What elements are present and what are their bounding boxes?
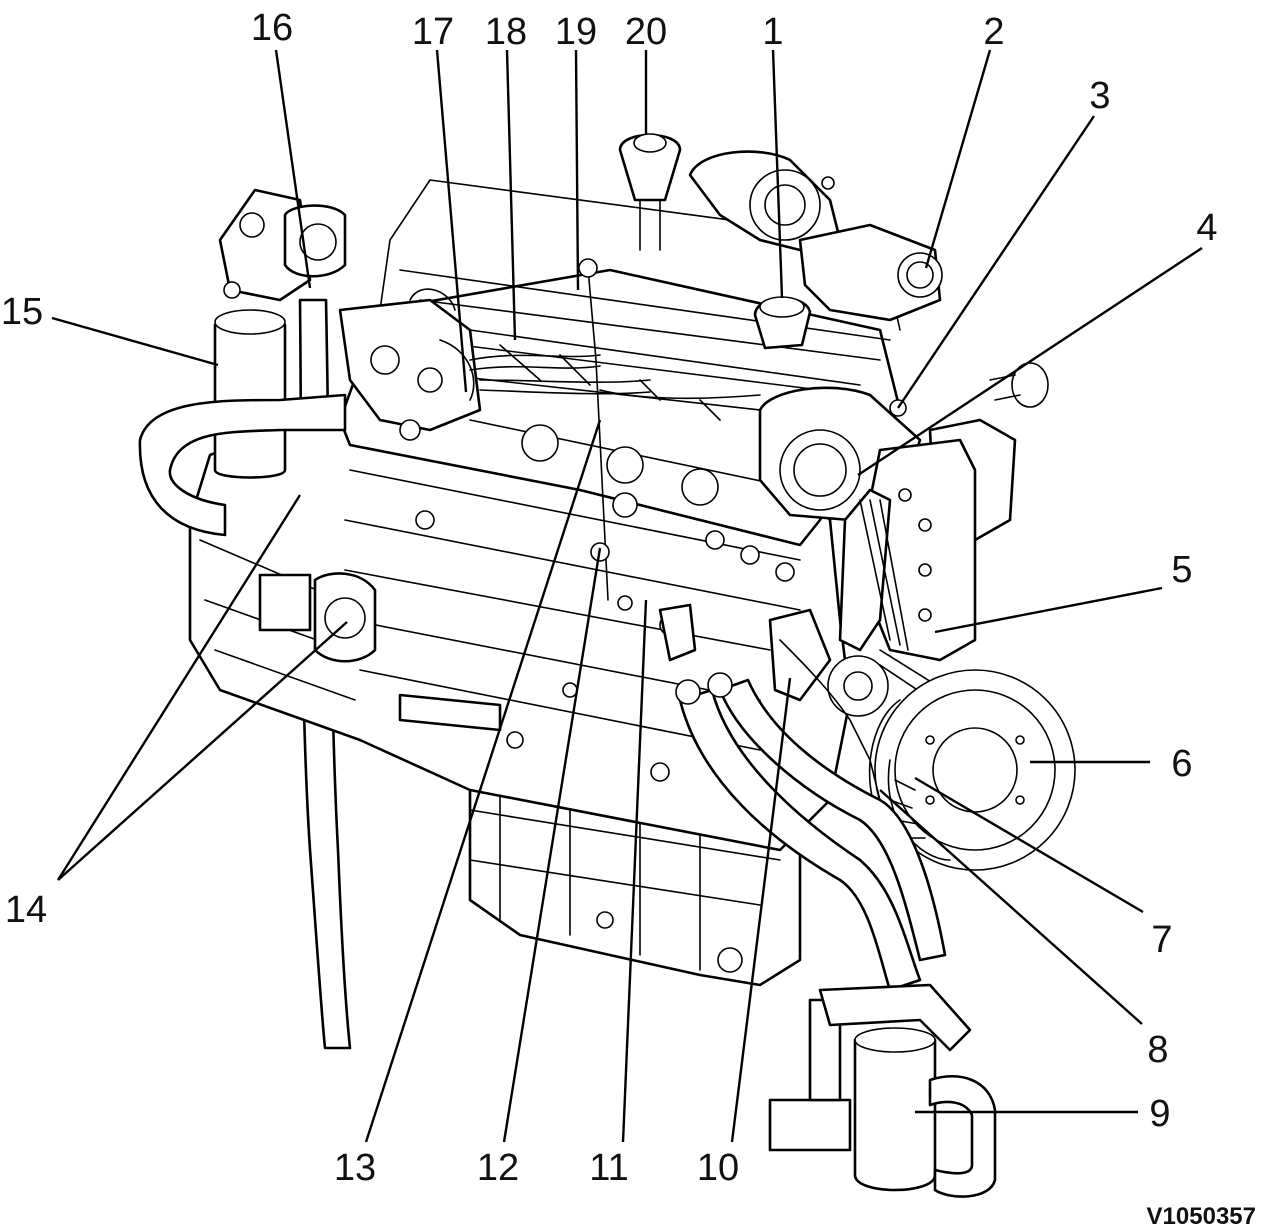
callout-18: 18 [485, 11, 527, 53]
callout-7: 7 [1151, 919, 1172, 961]
callout-15: 15 [1, 291, 43, 333]
callout-1: 1 [762, 11, 783, 53]
leader-line-19 [574, 49, 580, 291]
leader-line-12 [502, 547, 602, 1143]
leader-line-11 [621, 599, 648, 1143]
callout-11: 11 [589, 1147, 628, 1189]
callout-13: 13 [334, 1147, 376, 1189]
callout-20: 20 [625, 11, 667, 53]
leader-line-17 [435, 49, 468, 393]
leader-line-18 [505, 49, 517, 341]
leader-line-2 [924, 49, 992, 269]
callout-12: 12 [477, 1147, 519, 1189]
oil-dipstick [587, 267, 609, 601]
leader-line-10 [730, 677, 792, 1143]
leader-line-8 [879, 789, 1143, 1025]
leader-lines [51, 49, 1203, 1143]
callout-10: 10 [697, 1147, 739, 1189]
callout-2: 2 [983, 11, 1004, 53]
fuel-filter [768, 983, 997, 1198]
breather-cap [618, 133, 682, 202]
fuel-pump [338, 288, 482, 441]
callout-6: 6 [1171, 743, 1192, 785]
engine-illustration [138, 133, 1076, 1198]
callout-16: 16 [251, 7, 293, 49]
leader-line-5 [934, 586, 1163, 634]
leader-line-16 [274, 49, 312, 289]
callout-14: 14 [5, 889, 47, 931]
leader-line-1 [771, 49, 784, 299]
leader-line-7 [914, 776, 1144, 914]
callout-5: 5 [1171, 549, 1192, 591]
figure-reference-code: V1050357 [1147, 1203, 1256, 1230]
callout-4: 4 [1196, 207, 1217, 249]
leader-line-13 [364, 419, 602, 1143]
crankshaft-damper [874, 669, 1076, 871]
callout-8: 8 [1147, 1029, 1168, 1071]
leader-line-14b [57, 621, 348, 881]
callout-17: 17 [412, 11, 454, 53]
leader-line-3 [897, 115, 1095, 409]
turbocharger [688, 150, 842, 252]
leader-line-15 [51, 316, 219, 367]
callout-3: 3 [1089, 75, 1110, 117]
callout-labels: 1 2 3 4 5 6 7 8 9 10 11 12 13 14 15 16 1… [1, 7, 1218, 1189]
callout-9: 9 [1149, 1093, 1170, 1135]
coolant-pipe-front [678, 688, 922, 992]
leader-line-14a [56, 494, 302, 881]
callout-19: 19 [555, 11, 597, 53]
coolant-pipe-left [138, 393, 347, 537]
leader-line-4 [857, 246, 1203, 477]
